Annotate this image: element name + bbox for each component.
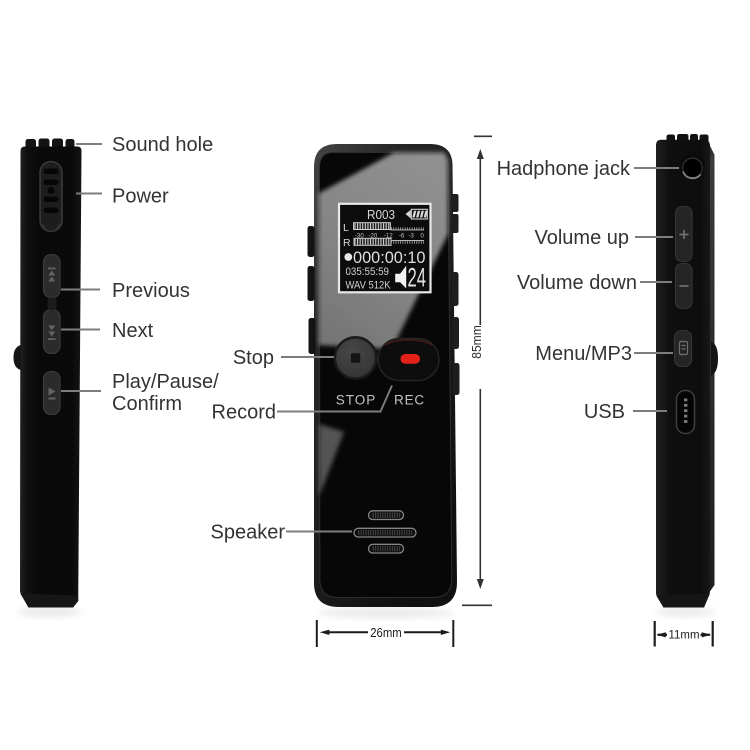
svg-text:24: 24 — [408, 263, 427, 293]
svg-text:WAV 512K: WAV 512K — [346, 279, 391, 291]
svg-text:26mm: 26mm — [370, 626, 402, 640]
svg-text:L: L — [343, 222, 349, 234]
svg-text:-20: -20 — [369, 233, 378, 239]
svg-text:Menu/MP3: Menu/MP3 — [535, 343, 632, 365]
svg-text:-6: -6 — [399, 233, 405, 239]
svg-text:Previous: Previous — [112, 280, 190, 302]
svg-text:Sound hole: Sound hole — [112, 134, 213, 156]
svg-text:Play/Pause/: Play/Pause/ — [112, 371, 219, 393]
svg-text:Volume down: Volume down — [517, 272, 637, 294]
svg-text:11mm: 11mm — [669, 629, 700, 641]
svg-text:Stop: Stop — [233, 347, 274, 369]
svg-text:-30: -30 — [355, 233, 364, 239]
svg-text:85mm: 85mm — [470, 325, 484, 359]
svg-text:Volume up: Volume up — [534, 227, 629, 249]
svg-text:0: 0 — [421, 233, 425, 239]
svg-text:REC: REC — [394, 393, 425, 408]
svg-text:Next: Next — [112, 320, 154, 342]
svg-text:USB: USB — [584, 401, 625, 423]
svg-text:Record: Record — [212, 402, 276, 424]
svg-text:-12: -12 — [384, 233, 393, 239]
svg-text:R: R — [343, 237, 351, 249]
svg-text:Confirm: Confirm — [112, 393, 182, 415]
svg-text:Speaker: Speaker — [211, 522, 286, 544]
svg-text:035:55:59: 035:55:59 — [346, 266, 390, 278]
svg-text:Hadphone jack: Hadphone jack — [497, 158, 631, 180]
svg-text:R003: R003 — [367, 207, 395, 222]
svg-text:-3: -3 — [409, 233, 415, 239]
svg-text:STOP: STOP — [336, 393, 377, 408]
svg-text:000:00:10: 000:00:10 — [353, 248, 426, 267]
svg-text:Power: Power — [112, 186, 169, 208]
